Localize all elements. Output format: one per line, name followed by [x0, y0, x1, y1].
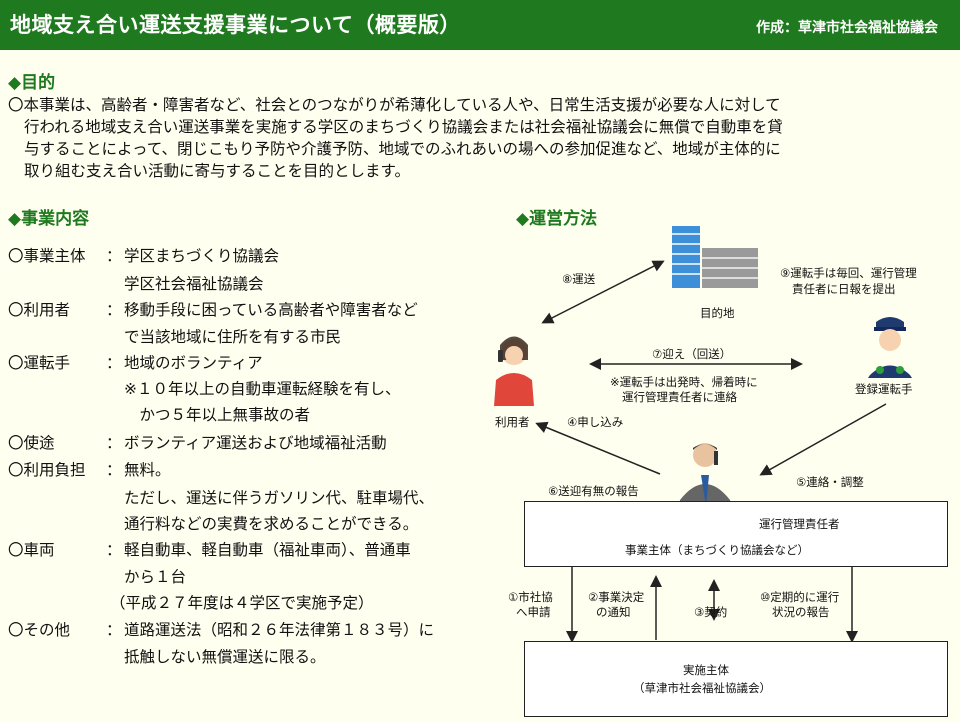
- header-bar: 地域支え合い運送支援事業について（概要版） 作成：草津市社会福祉協議会: [0, 0, 960, 50]
- purpose-line: 行われる地域支え合い運送事業を実施する学区のまちづくり協議会または社会福祉協議会…: [24, 118, 783, 136]
- content-colon: ：: [106, 541, 122, 559]
- content-value: 学区まちづくり協議会: [124, 247, 280, 265]
- content-label: 〇運転手: [8, 354, 71, 372]
- content-value: 移動手段に困っている高齢者や障害者など: [124, 301, 418, 319]
- content-colon: ：: [106, 354, 122, 372]
- content-colon: ：: [106, 434, 122, 452]
- step9-label: ⑨運転手は毎回、運行管理: [780, 266, 917, 280]
- step7-label: ⑦迎え（回送）: [652, 347, 732, 361]
- step7-note: ※運転手は出発時、帰着時に: [610, 375, 758, 389]
- content-value: で当該地域に住所を有する市民: [124, 328, 342, 346]
- content-heading: ◆事業内容: [8, 209, 90, 229]
- operation-heading: ◆運営方法: [516, 209, 598, 229]
- user-label: 利用者: [495, 415, 530, 429]
- content-value: ボランティア運送および地域福祉活動: [124, 434, 387, 452]
- driver-icon: [868, 317, 912, 378]
- manager-label: 運行管理責任者: [759, 517, 840, 531]
- purpose-heading: ◆目的: [8, 73, 56, 93]
- step5-label: ⑤連絡・調整: [796, 475, 864, 489]
- operator-box: 運行管理責任者 事業主体（まちづくり協議会など）: [524, 501, 948, 567]
- content-value: ※１０年以上の自動車運転経験を有し、: [124, 380, 401, 398]
- building-icon: [672, 226, 758, 288]
- step4-label: ④申し込み: [567, 415, 624, 429]
- content-label: 〇利用負担: [8, 461, 86, 479]
- destination-label: 目的地: [700, 306, 735, 320]
- content-label: 〇使途: [8, 434, 55, 452]
- content-label: 〇事業主体: [8, 247, 86, 265]
- operator-entity-label: 事業主体（まちづくり協議会など）: [625, 543, 809, 557]
- content-item: 〇その他 ： 道路運送法（昭和２６年法律第１８３号）に: [0, 618, 480, 639]
- content-item: 〇事業主体 ： 学区まちづくり協議会: [0, 244, 480, 265]
- step8-label: ⑧運送: [562, 272, 596, 286]
- content-value: 学区社会福祉協議会: [124, 275, 264, 293]
- step2-label-2: の通知: [596, 605, 631, 619]
- implementer-box: 実施主体 （草津市社会福祉協議会）: [524, 641, 948, 717]
- step7-note-2: 運行管理責任者に連絡: [622, 390, 737, 404]
- content-value: 道路運送法（昭和２６年法律第１８３号）に: [124, 621, 435, 639]
- content-value: 地域のボランティア: [124, 354, 263, 372]
- content-value: から１台: [124, 568, 187, 586]
- step2-label: ②事業決定: [588, 590, 645, 604]
- step6-label: ⑥送迎有無の報告: [548, 484, 639, 498]
- user-icon: [494, 336, 534, 406]
- implementer-title: 実施主体: [683, 663, 729, 677]
- step10-label: ⑩定期的に運行: [760, 590, 840, 604]
- step1-label-2: へ申請: [516, 605, 551, 619]
- content-colon: ：: [106, 461, 122, 479]
- content-value: ただし、運送に伴うガソリン代、駐車場代、: [124, 489, 435, 507]
- content-value: かつ５年以上無事故の者: [124, 406, 311, 424]
- content-colon: ：: [106, 247, 122, 265]
- author-label: 作成：草津市社会福祉協議会: [756, 20, 938, 36]
- content-value: （平成２７年度は４学区で実施予定）: [110, 594, 374, 612]
- page-title: 地域支え合い運送支援事業について（概要版）: [10, 13, 461, 37]
- content-value: 無料。: [124, 461, 171, 479]
- content-item: 〇利用負担 ： 無料。: [0, 458, 480, 479]
- step1-label: ①市社協: [508, 590, 553, 604]
- content-value: 軽自動車、軽自動車（福祉車両）、普通車: [124, 541, 411, 559]
- implementer-org: （草津市社会福祉協議会）: [633, 681, 771, 695]
- purpose-line: 取り組む支え合い活動に寄与することを目的とします。: [24, 162, 410, 180]
- content-value: 通行料などの実費を求めることができる。: [124, 515, 419, 533]
- purpose-line: 与することによって、閉じこもり予防や介護予防、地域でのふれあいの場への参加促進な…: [24, 140, 781, 158]
- step9-label-2: 責任者に日報を提出: [792, 282, 896, 296]
- content-item: 〇車両 ： 軽自動車、軽自動車（福祉車両）、普通車: [0, 538, 480, 559]
- purpose-line: 〇本事業は、高齢者・障害者など、社会とのつながりが希薄化している人や、日常生活支…: [8, 96, 781, 114]
- step10-label-2: 状況の報告: [772, 605, 830, 619]
- content-label: 〇その他: [8, 621, 71, 639]
- content-colon: ：: [106, 301, 122, 319]
- step3-label: ③契約: [694, 605, 728, 619]
- content-item: 〇使途 ： ボランティア運送および地域福祉活動: [0, 431, 480, 452]
- content-item: 〇運転手 ： 地域のボランティア: [0, 351, 480, 372]
- content-value: 抵触しない無償運送に限る。: [124, 648, 326, 666]
- content-colon: ：: [106, 621, 122, 639]
- content-item: 〇利用者 ： 移動手段に困っている高齢者や障害者など: [0, 298, 480, 319]
- driver-label: 登録運転手: [855, 382, 913, 396]
- content-label: 〇車両: [8, 541, 55, 559]
- content-label: 〇利用者: [8, 301, 71, 319]
